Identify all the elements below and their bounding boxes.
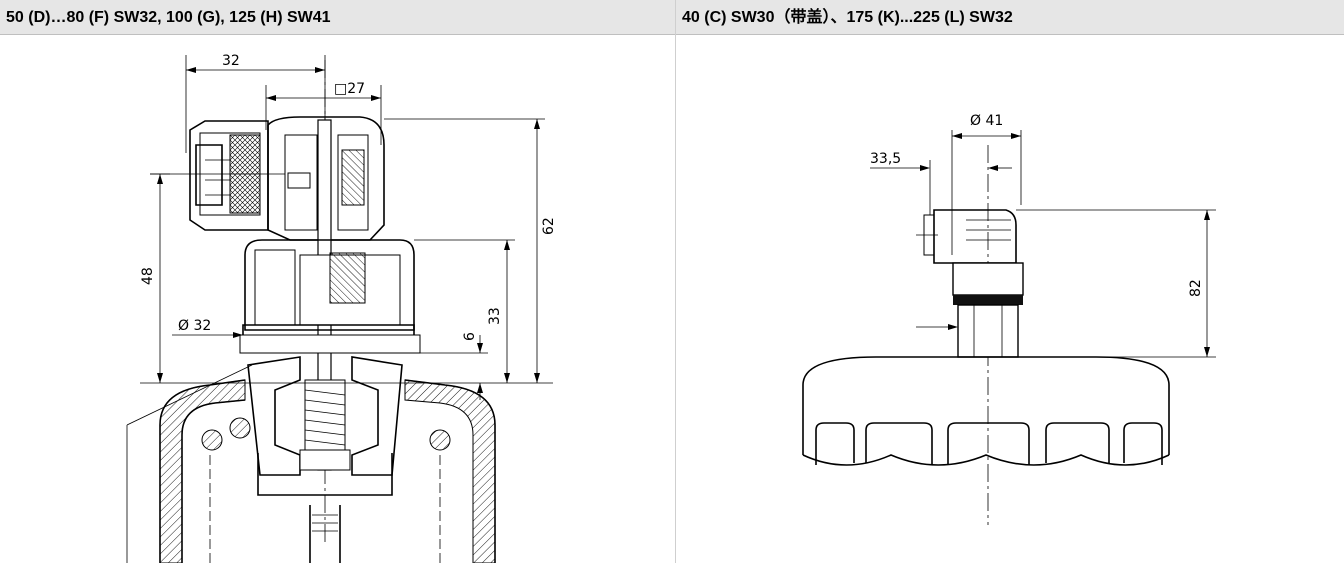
- dim-dia41: Ø 41: [951, 113, 1022, 255]
- right-drawing-svg: Ø 41 33,5: [802, 113, 1216, 525]
- dim-48: 48: [140, 173, 170, 383]
- valve-base: [247, 356, 403, 496]
- dim-82-label: 82: [1188, 279, 1204, 297]
- column-divider: [675, 0, 676, 563]
- dim-33-label: 33: [487, 307, 503, 325]
- dim-sq27: □27: [265, 81, 382, 145]
- dim-33-5-label: 33,5: [870, 151, 901, 167]
- header-left: 50 (D)…80 (F) SW32, 100 (G), 125 (H) SW4…: [0, 0, 676, 35]
- header-right: 40 (C) SW30（带盖）、175 (K)...225 (L) SW32: [676, 0, 1344, 35]
- dim-sq27-label: □27: [334, 81, 365, 97]
- tank-wall: [159, 379, 496, 563]
- dim-62-label: 62: [541, 217, 557, 235]
- left-drawing-svg: 32 □27: [126, 53, 557, 563]
- dim-6-label: 6: [462, 332, 478, 341]
- dim-dia32: Ø 32: [172, 318, 243, 338]
- dim-48-label: 48: [140, 267, 156, 285]
- tank-top: [802, 356, 1170, 466]
- dim-33: 33: [414, 239, 515, 383]
- housing-body: [952, 262, 1024, 296]
- connector-head: [916, 209, 1017, 264]
- upper-body: [267, 116, 385, 241]
- left-section-drawing: 32 □27: [0, 35, 675, 563]
- dim-dia41-label: Ø 41: [970, 113, 1003, 129]
- right-external-drawing: Ø 41 33,5: [676, 35, 1344, 563]
- dim-dia32-label: Ø 32: [178, 318, 211, 334]
- knurled-ring: [953, 295, 1023, 305]
- dim-32-label: 32: [222, 53, 240, 69]
- connector-housing: [150, 120, 300, 231]
- bell-housing: [239, 239, 421, 354]
- dim-33-5: 33,5: [870, 151, 1012, 245]
- dim-82: 82: [1016, 209, 1216, 358]
- dim-62: 62: [384, 118, 557, 383]
- hex-nut: [957, 304, 1019, 358]
